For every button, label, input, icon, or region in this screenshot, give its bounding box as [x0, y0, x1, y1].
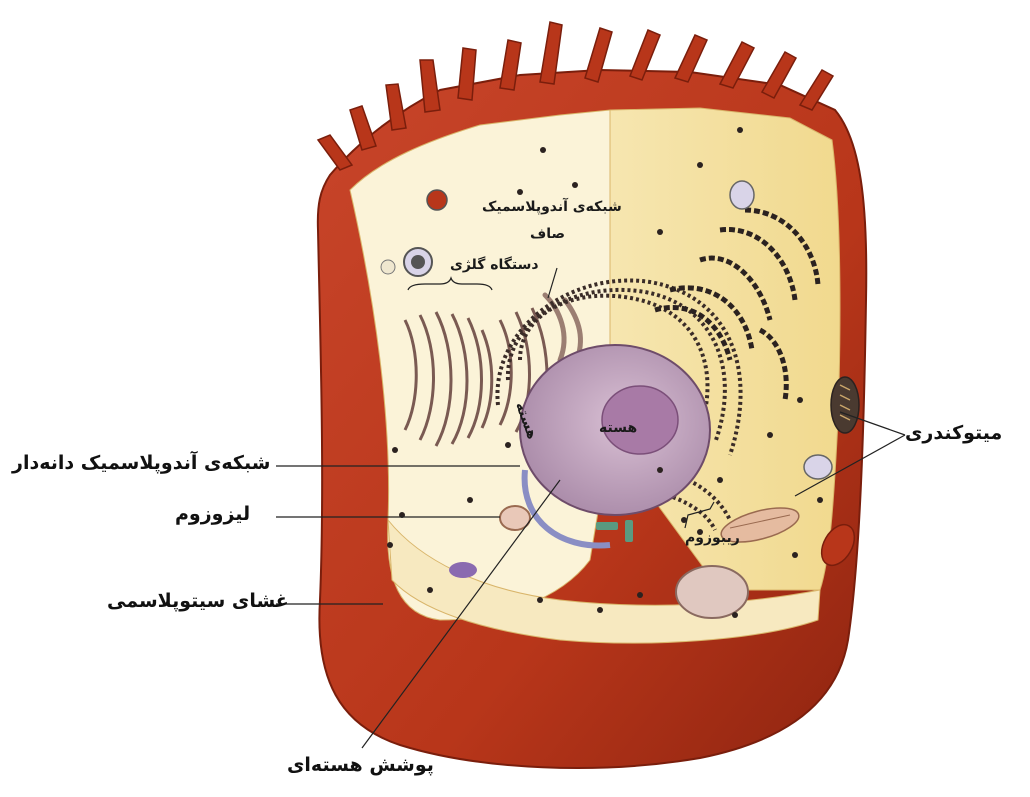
label-smooth-er-line2: صاف — [530, 226, 565, 242]
label-lysosome: لیزوزوم — [175, 504, 250, 526]
label-rough-er: شبکه‌ی آندوپلاسمیک دانه‌دار — [12, 453, 270, 475]
label-mitochondria: میتوکندری — [905, 423, 1002, 445]
label-smooth-er-line1: شبکه‌ی آندوپلاسمیک — [482, 199, 622, 215]
label-ribosome: ریبوزوم — [685, 530, 740, 546]
label-cell-membrane: غشای سیتوپلاسمی — [107, 591, 289, 613]
label-golgi: دستگاه گلژی — [450, 257, 539, 273]
label-nucleus: هسته — [599, 420, 637, 436]
label-nuclear-envelope: پوشش هسته‌ای — [287, 755, 434, 777]
